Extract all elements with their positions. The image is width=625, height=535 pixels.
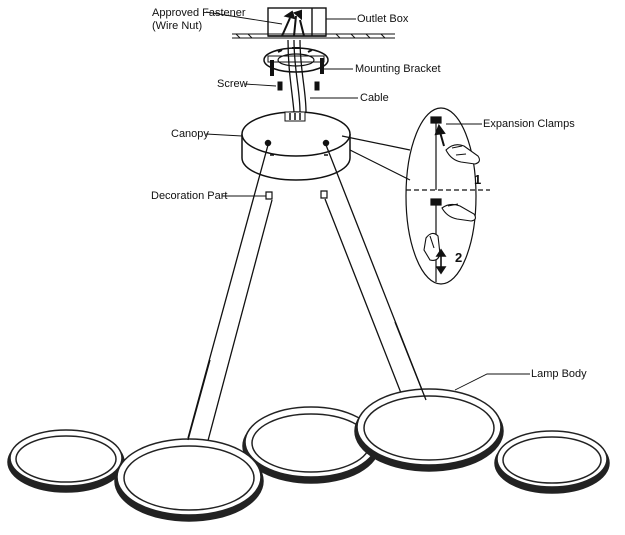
wire-nut-icon <box>281 9 305 37</box>
ring-far-left <box>7 429 125 493</box>
decoration-part-icon <box>265 190 328 200</box>
label-canopy: Canopy <box>171 128 209 140</box>
cable-ends <box>187 321 427 441</box>
ring-center <box>242 406 380 484</box>
hand-pinch-icon-2 <box>441 203 476 222</box>
ring-right-end <box>494 430 610 494</box>
hand-pinch-icon <box>445 144 480 165</box>
label-screw: Screw <box>217 78 248 90</box>
ring-right-large <box>354 388 504 472</box>
step-number-2: 2 <box>455 250 463 265</box>
canopy <box>241 111 351 181</box>
label-wire-nut: (Wire Nut) <box>152 20 203 32</box>
step-number-1: 1 <box>474 172 482 187</box>
label-expansion-clamps: Expansion Clamps <box>483 118 575 130</box>
label-outlet-box: Outlet Box <box>357 13 409 25</box>
screw-icon <box>277 81 320 91</box>
label-mounting-bracket: Mounting Bracket <box>355 63 441 75</box>
ceiling <box>232 33 395 39</box>
up-arrow-icon <box>434 123 446 147</box>
ring-left-large <box>114 438 264 522</box>
label-cable: Cable <box>360 92 389 104</box>
leader-lines <box>205 11 530 391</box>
lamp-body-rings <box>7 388 610 522</box>
expansion-clamp-inset <box>341 107 490 285</box>
label-decoration-part: Decoration Part <box>151 190 228 202</box>
label-approved-fastener: Approved Fastener <box>152 7 246 19</box>
double-arrow-icon <box>435 248 447 275</box>
cable <box>287 39 307 113</box>
label-lamp-body: Lamp Body <box>531 368 587 380</box>
